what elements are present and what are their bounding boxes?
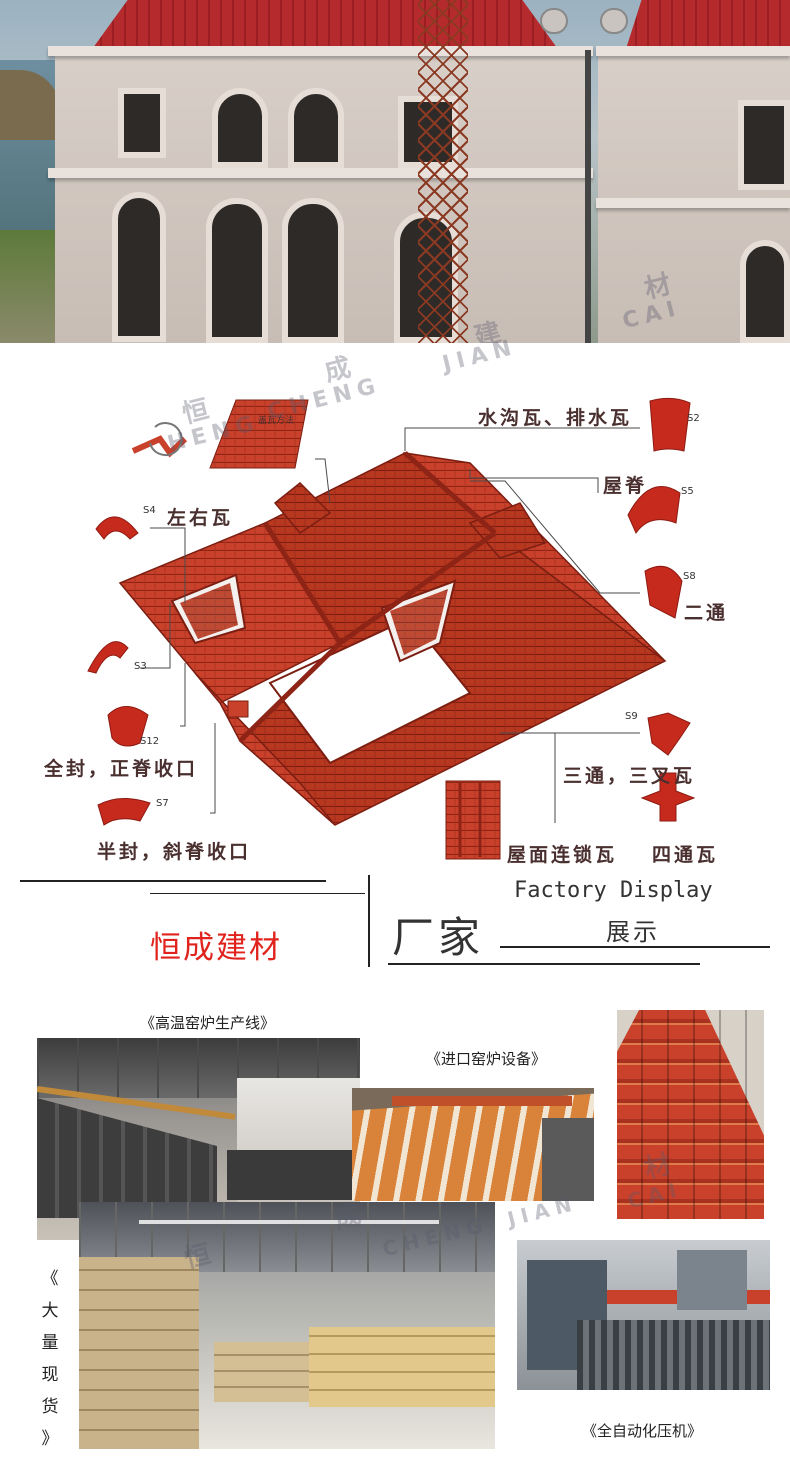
code-s2: S2: [687, 413, 700, 424]
code-s4: S4: [143, 505, 156, 516]
label-gutter-tile: 水沟瓦、排水瓦: [478, 407, 633, 429]
code-s12: S12: [140, 736, 160, 747]
label-three-way-tile: 三通，三叉瓦: [563, 765, 696, 787]
caption-imported-kiln: 《进口窑炉设备》: [426, 1050, 547, 1068]
window: [112, 192, 166, 342]
code-s8: S8: [683, 571, 696, 582]
building-photo: 材 建 CAI: [0, 0, 790, 343]
red-tiles-photo: [617, 1010, 764, 1219]
tile-icons: [87, 397, 696, 860]
caption-stock-vertical: 《 大 量 现 货 》: [40, 1263, 60, 1455]
window: [282, 198, 344, 343]
caption-char: 现: [41, 1365, 59, 1385]
warehouse-photo: [79, 1202, 495, 1449]
window: [212, 88, 268, 168]
label-two-way-tile: 二通: [684, 602, 729, 624]
label-side-tile: 左右瓦: [167, 507, 234, 529]
caption-kiln-line: 《高温窑炉生产线》: [140, 1014, 276, 1032]
red-roof-left: [90, 0, 560, 52]
brand-name: 恒成建材: [150, 930, 282, 966]
code-s9: S9: [625, 711, 638, 722]
factory-title-cn-2: 展示: [606, 918, 660, 946]
roof-illustration: [87, 397, 696, 860]
caption-char: 》: [41, 1429, 59, 1449]
divider-line: [500, 946, 770, 948]
cornice: [596, 198, 790, 208]
water-tank: [540, 8, 568, 34]
red-roof-right: [625, 0, 790, 52]
scaffold-tower: [418, 0, 468, 343]
factory-title-cn: 厂家: [392, 913, 485, 962]
factory-title-en: Factory Display: [514, 878, 713, 903]
window: [206, 198, 268, 343]
leader-lines: [140, 427, 640, 823]
caption-char: 货: [41, 1397, 59, 1417]
press-machine-photo: [517, 1240, 770, 1390]
tile-method-sketch: [131, 399, 309, 469]
label-ridge-tile: 屋脊: [603, 475, 648, 497]
roof-body: [118, 451, 667, 826]
code-s3: S3: [134, 661, 147, 672]
method-caption: 盖瓦方法: [258, 416, 295, 426]
divider-line: [20, 880, 326, 882]
cornice: [48, 46, 593, 56]
caption-auto-press: 《全自动化压机》: [582, 1422, 703, 1440]
label-four-way-tile: 四通瓦: [652, 844, 719, 866]
divider-line: [368, 875, 370, 967]
window: [118, 88, 166, 158]
label-half-seal-tile: 半封，斜脊收口: [97, 841, 252, 863]
grass-area: [0, 230, 60, 343]
label-full-seal-tile: 全封，正脊收口: [44, 758, 199, 780]
window: [738, 100, 790, 190]
roof-tile-diagram: 盖瓦方法 水沟瓦、排水瓦 S2 屋脊 S5 S8 二通 S4 左右瓦 S3 S1…: [0, 335, 790, 873]
window: [740, 240, 790, 343]
divider-line: [150, 893, 365, 894]
caption-char: 《: [41, 1269, 59, 1289]
water-tank: [600, 8, 628, 34]
code-s7: S7: [156, 798, 169, 809]
cornice: [48, 168, 593, 178]
caption-char: 量: [41, 1333, 59, 1353]
drain-pipe: [585, 50, 591, 343]
window: [288, 88, 344, 168]
code-s5: S5: [681, 486, 694, 497]
cornice: [596, 46, 790, 56]
caption-char: 大: [41, 1301, 59, 1321]
divider-line: [388, 963, 700, 965]
imported-kiln-photo: [352, 1088, 594, 1201]
label-interlock-tile: 屋面连锁瓦: [507, 844, 618, 866]
